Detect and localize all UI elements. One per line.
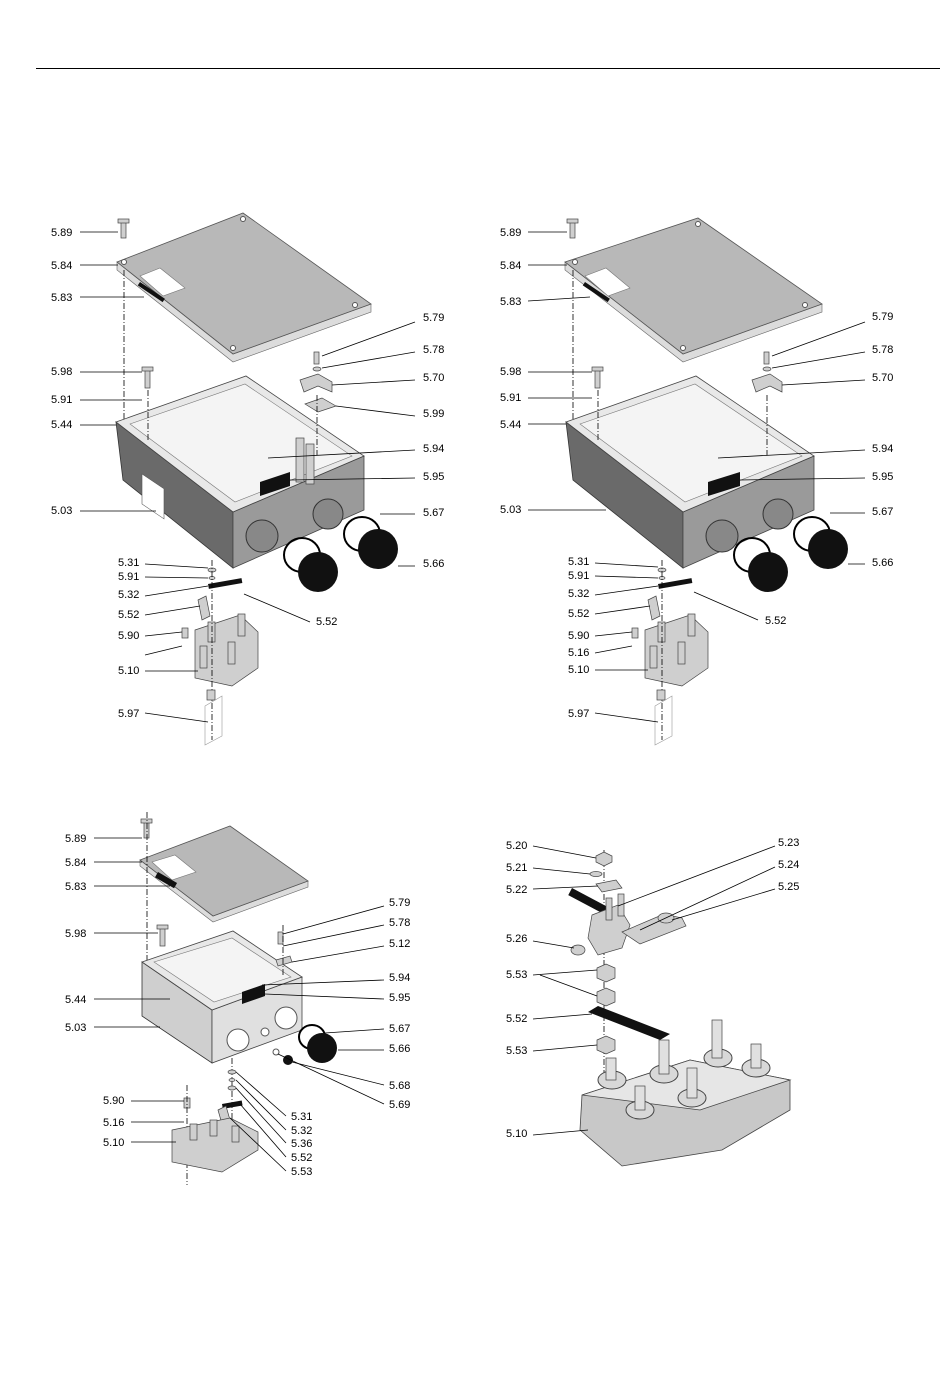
callout: 5.89 xyxy=(51,227,72,239)
callout: 5.10 xyxy=(506,1128,527,1140)
callout: 5.68 xyxy=(389,1080,410,1092)
callout: 5.69 xyxy=(389,1099,410,1111)
callout: 5.98 xyxy=(51,366,72,378)
callout: 5.31 xyxy=(568,556,589,568)
callout: 5.83 xyxy=(65,881,86,893)
callout: 5.84 xyxy=(51,260,72,272)
callout: 5.36 xyxy=(291,1138,312,1150)
callout: 5.91 xyxy=(118,571,139,583)
callout: 5.89 xyxy=(500,227,521,239)
callout: 5.95 xyxy=(872,471,893,483)
callout: 5.26 xyxy=(506,933,527,945)
callout: 5.79 xyxy=(389,897,410,909)
callout: 5.66 xyxy=(423,558,444,570)
callout: 5.52 xyxy=(568,608,589,620)
callout: 5.10 xyxy=(103,1137,124,1149)
callout: 5.44 xyxy=(500,419,521,431)
callout: 5.97 xyxy=(568,708,589,720)
callout: 5.31 xyxy=(118,557,139,569)
callout: 5.79 xyxy=(423,312,444,324)
callout: 5.67 xyxy=(389,1023,410,1035)
callout: 5.66 xyxy=(389,1043,410,1055)
callout: 5.52 xyxy=(506,1013,527,1025)
callout: 5.83 xyxy=(500,296,521,308)
diagram-top-right: 5.89 5.84 5.83 5.79 5.78 5.98 5.70 5.91 … xyxy=(500,217,893,746)
callout: 5.03 xyxy=(500,504,521,516)
callout: 5.89 xyxy=(65,833,86,845)
callout: 5.66 xyxy=(872,557,893,569)
callout: 5.23 xyxy=(778,837,799,849)
diagram-bottom-left: 5.89 5.84 5.83 5.79 5.78 5.98 5.12 5.94 … xyxy=(65,812,410,1185)
callout: 5.97 xyxy=(118,708,139,720)
diagram-bottom-right: 5.20 5.21 5.22 5.23 5.24 5.25 5.26 5.53 … xyxy=(506,837,799,1167)
callout: 5.52 xyxy=(316,616,337,628)
callout: 5.70 xyxy=(423,372,444,384)
diagram-top-left: 5.89 5.84 5.83 5.79 5.78 5.98 5.70 5.91 … xyxy=(51,212,444,746)
callout: 5.44 xyxy=(51,419,72,431)
callout: 5.21 xyxy=(506,862,527,874)
callout: 5.94 xyxy=(389,972,410,984)
callout: 5.99 xyxy=(423,408,444,420)
callout: 5.78 xyxy=(423,344,444,356)
callout: 5.78 xyxy=(389,917,410,929)
header-rule xyxy=(36,68,940,69)
callout: 5.94 xyxy=(423,443,444,455)
callout: 5.16 xyxy=(568,647,589,659)
callout: 5.10 xyxy=(118,665,139,677)
callout: 5.16 xyxy=(103,1117,124,1129)
callout: 5.91 xyxy=(51,394,72,406)
callout: 5.67 xyxy=(423,507,444,519)
callout: 5.32 xyxy=(118,589,139,601)
callout: 5.91 xyxy=(500,392,521,404)
callout: 5.31 xyxy=(291,1111,312,1123)
callout: 5.53 xyxy=(506,969,527,981)
callout: 5.98 xyxy=(65,928,86,940)
callout: 5.70 xyxy=(872,372,893,384)
callout: 5.67 xyxy=(872,506,893,518)
callout: 5.22 xyxy=(506,884,527,896)
callout: 5.25 xyxy=(778,881,799,893)
callout: 5.78 xyxy=(872,344,893,356)
callout: 5.52 xyxy=(765,615,786,627)
callout: 5.03 xyxy=(65,1022,86,1034)
callout: 5.95 xyxy=(389,992,410,1004)
callout: 5.91 xyxy=(568,570,589,582)
callout: 5.79 xyxy=(872,311,893,323)
callout: 5.52 xyxy=(291,1152,312,1164)
callout: 5.83 xyxy=(51,292,72,304)
callout: 5.52 xyxy=(118,609,139,621)
callout: 5.03 xyxy=(51,505,72,517)
callout: 5.20 xyxy=(506,840,527,852)
callout: 5.90 xyxy=(118,630,139,642)
callout: 5.44 xyxy=(65,994,86,1006)
callout: 5.12 xyxy=(389,938,410,950)
callout: 5.84 xyxy=(65,857,86,869)
callout: 5.32 xyxy=(568,588,589,600)
callout: 5.10 xyxy=(568,664,589,676)
callout: 5.95 xyxy=(423,471,444,483)
callout: 5.32 xyxy=(291,1125,312,1137)
callout: 5.90 xyxy=(103,1095,124,1107)
callout: 5.24 xyxy=(778,859,799,871)
callout: 5.53 xyxy=(291,1166,312,1178)
callout: 5.90 xyxy=(568,630,589,642)
callout: 5.84 xyxy=(500,260,521,272)
callout: 5.53 xyxy=(506,1045,527,1057)
callout: 5.94 xyxy=(872,443,893,455)
callout: 5.98 xyxy=(500,366,521,378)
